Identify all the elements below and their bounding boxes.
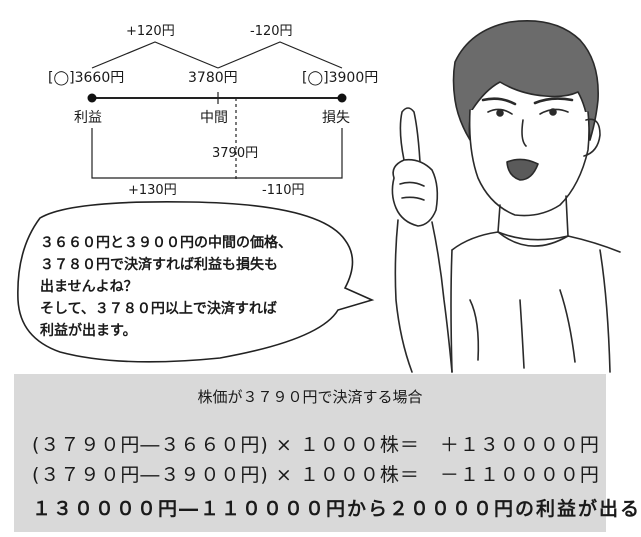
speech-line: 出ませんよね？ bbox=[40, 279, 138, 295]
settle-price: 3790円 bbox=[212, 146, 259, 161]
speech-line: ３６６０円と３９００円の中間の価格、 bbox=[40, 235, 292, 251]
speech-text: ３６６０円と３９００円の中間の価格、 ３７８０円で決済すれば利益も損失も 出ませ… bbox=[40, 232, 340, 342]
speech-line: ３７８０円で決済すれば利益も損失も bbox=[40, 257, 278, 273]
price-right: [◯]3900円 bbox=[302, 70, 379, 86]
label-profit: 利益 bbox=[74, 110, 102, 126]
top-diff-right: -120円 bbox=[250, 24, 293, 39]
price-left: [◯]3660円 bbox=[48, 70, 125, 86]
price-mid: 3780円 bbox=[188, 70, 238, 86]
top-diff-left: +120円 bbox=[126, 24, 175, 39]
conclusion: １３００００円―１１００００円から２００００円の利益が出る bbox=[32, 498, 641, 520]
bottom-diff-left: +130円 bbox=[128, 183, 177, 198]
formula-loss: (３７９０円―３９００円) × １０００株＝ －１１００００円 bbox=[32, 464, 600, 486]
label-loss: 損失 bbox=[322, 110, 350, 126]
speech-line: そして、３７８０円以上で決済すれば bbox=[40, 301, 277, 317]
speech-bubble bbox=[17, 201, 375, 363]
character-illustration bbox=[391, 20, 621, 373]
bottom-diff-right: -110円 bbox=[262, 183, 305, 198]
label-middle: 中間 bbox=[200, 110, 228, 126]
price-diagram bbox=[87, 41, 347, 180]
calculation-panel: 株価が３７９０円で決済する場合 (３７９０円―３６６０円) × １０００株＝ ＋… bbox=[14, 374, 639, 532]
speech-line: 利益が出ます。 bbox=[40, 323, 137, 339]
panel-title: 株価が３７９０円で決済する場合 bbox=[197, 388, 423, 406]
formula-profit: (３７９０円―３６６０円) × １０００株＝ ＋１３００００円 bbox=[32, 434, 600, 456]
